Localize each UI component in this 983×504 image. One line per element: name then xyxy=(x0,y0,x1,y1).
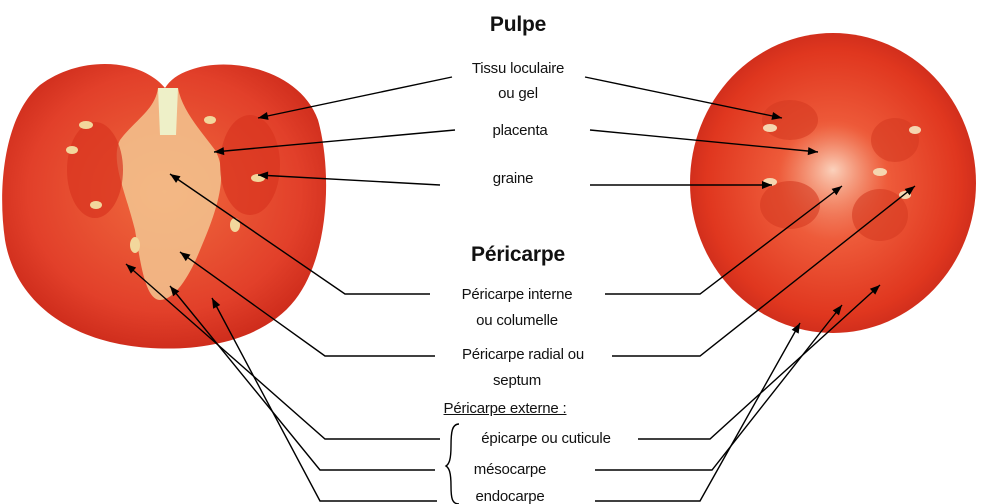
right-seed-1 xyxy=(763,124,777,132)
graine-label: graine xyxy=(493,170,534,187)
pericarpe-interne-label: Péricarpe interne xyxy=(462,286,573,303)
left-locule-2 xyxy=(220,115,280,215)
pulpe-heading: Pulpe xyxy=(490,13,546,37)
right-seed-3 xyxy=(873,168,887,176)
pericarpe-externe-label: Péricarpe externe : xyxy=(444,400,567,417)
pericarpe-heading: Péricarpe xyxy=(471,243,565,267)
placenta-label: placenta xyxy=(492,122,547,139)
right-locule-3 xyxy=(760,181,820,229)
leader-endocarpe-right xyxy=(595,323,800,501)
left-seed-1 xyxy=(79,121,93,129)
right-locule-4 xyxy=(852,189,908,241)
left-seed-6 xyxy=(230,218,240,232)
right-locule-2 xyxy=(871,118,919,162)
endocarpe-label: endocarpe xyxy=(475,488,544,504)
tissu-loculaire-label-line2: ou gel xyxy=(498,85,538,102)
tissu-loculaire-label: Tissu loculaire xyxy=(472,60,564,77)
right-tomato-image xyxy=(690,33,976,333)
left-seed-7 xyxy=(204,116,216,124)
pericarpe-radial-label-line2: septum xyxy=(493,372,541,389)
mesocarpe-label: mésocarpe xyxy=(474,461,546,478)
right-seed-5 xyxy=(909,126,921,134)
pericarpe-interne-label-line2: ou columelle xyxy=(476,312,558,329)
epicarpe-label: épicarpe ou cuticule xyxy=(481,430,610,447)
externe-brace xyxy=(446,424,459,504)
left-seed-2 xyxy=(66,146,78,154)
right-locule-1 xyxy=(762,100,818,140)
left-tomato-image xyxy=(2,64,326,349)
left-seed-3 xyxy=(90,201,102,209)
left-seed-4 xyxy=(130,237,140,253)
left-stem-core xyxy=(158,88,178,135)
pericarpe-radial-label: Péricarpe radial ou xyxy=(462,346,584,363)
